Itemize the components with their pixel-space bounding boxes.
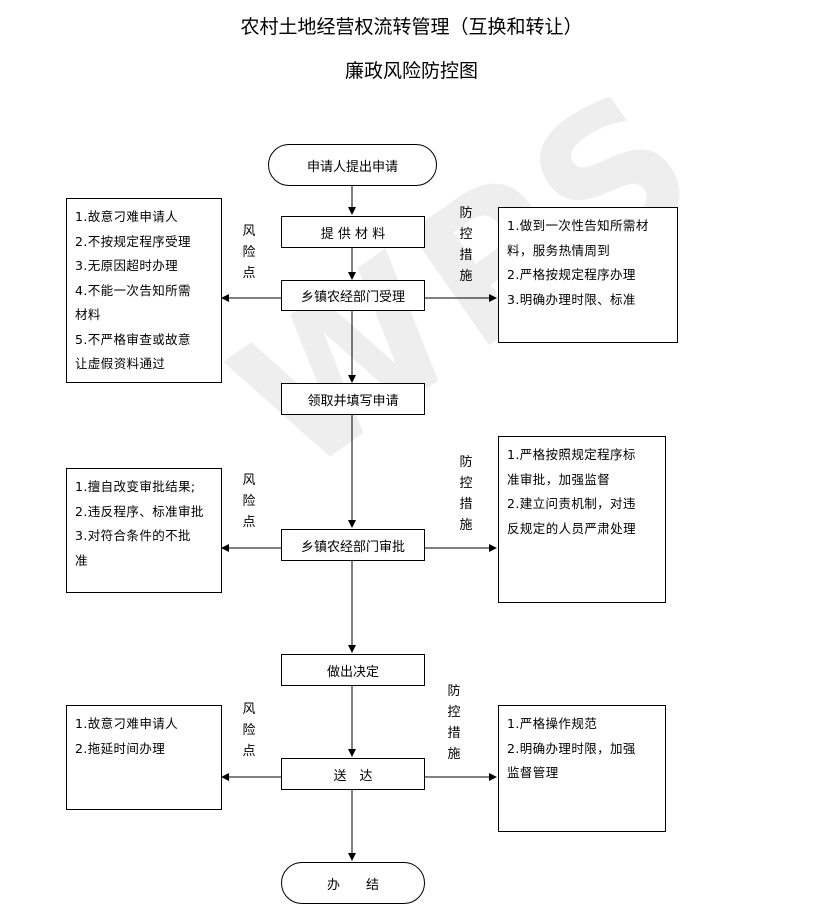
risk-box-2: 1.擅自改变审批结果; 2.违反程序、标准审批 3.对符合条件的不批 准 <box>66 468 222 593</box>
step-township-approve: 乡镇农经部门审批 <box>281 529 425 561</box>
step-provide-materials: 提 供 材 料 <box>281 216 425 248</box>
control-item: 监督管理 <box>507 765 559 780</box>
control-item: 1.严格按照规定程序标 <box>507 447 636 462</box>
risk-item: 3.对符合条件的不批 <box>75 528 191 543</box>
risk-item: 1.故意刁难申请人 <box>75 716 179 731</box>
risk-box-1: 1.故意刁难申请人 2.不按规定程序受理 3.无原因超时办理 4.不能一次告知所… <box>66 198 222 383</box>
risk-item: 3.无原因超时办理 <box>75 258 179 273</box>
risk-label-1: 风险点 <box>242 224 256 281</box>
control-label-2: 防控措施 <box>459 455 473 533</box>
risk-item: 2.违反程序、标准审批 <box>75 503 204 519</box>
risk-label-3: 风险点 <box>242 702 256 759</box>
risk-item: 4.不能一次告知所需 <box>75 282 191 298</box>
control-item: 2.严格按规定程序办理 <box>507 267 636 282</box>
step-fill-application: 领取并填写申请 <box>281 383 425 415</box>
risk-item: 材料 <box>75 307 101 322</box>
control-item: 2.明确办理时限，加强 <box>507 740 636 756</box>
control-box-1: 1.做到一次性告知所需材 料，服务热情周到 2.严格按规定程序办理 3.明确办理… <box>498 207 678 343</box>
control-item: 料，服务热情周到 <box>507 242 611 258</box>
step-deliver: 送 达 <box>281 758 425 790</box>
risk-item: 1.擅自改变审批结果; <box>75 479 196 494</box>
step-township-accept: 乡镇农经部门受理 <box>281 280 425 311</box>
step-make-decision: 做出决定 <box>281 654 425 686</box>
risk-item: 5.不严格审查或故意 <box>75 331 191 347</box>
control-item: 1.做到一次性告知所需材 <box>507 218 649 233</box>
risk-box-3: 1.故意刁难申请人 2.拖延时间办理 <box>66 705 222 810</box>
risk-item: 2.不按规定程序受理 <box>75 233 191 249</box>
end-node: 办 结 <box>281 862 425 904</box>
control-item: 反规定的人员严肃处理 <box>507 520 637 536</box>
control-label-3: 防控措施 <box>447 684 461 762</box>
control-item: 3.明确办理时限、标准 <box>507 291 636 307</box>
risk-label-2: 风险点 <box>242 473 256 530</box>
control-item: 准审批，加强监督 <box>507 471 611 487</box>
control-box-3: 1.严格操作规范 2.明确办理时限，加强 监督管理 <box>498 705 666 832</box>
risk-item: 2.拖延时间办理 <box>75 740 166 756</box>
control-box-2: 1.严格按照规定程序标 准审批，加强监督 2.建立问责机制，对违 反规定的人员严… <box>498 436 666 603</box>
page-title: 农村土地经营权流转管理（互换和转让） <box>240 16 583 38</box>
start-node: 申请人提出申请 <box>268 144 437 186</box>
risk-item: 让虚假资料通过 <box>75 356 166 371</box>
control-label-1: 防控措施 <box>459 206 473 284</box>
risk-item: 1.故意刁难申请人 <box>75 209 179 224</box>
control-item: 1.严格操作规范 <box>507 716 598 731</box>
page-subtitle: 廉政风险防控图 <box>344 60 478 82</box>
risk-item: 准 <box>75 552 88 568</box>
control-item: 2.建立问责机制，对违 <box>507 496 636 511</box>
